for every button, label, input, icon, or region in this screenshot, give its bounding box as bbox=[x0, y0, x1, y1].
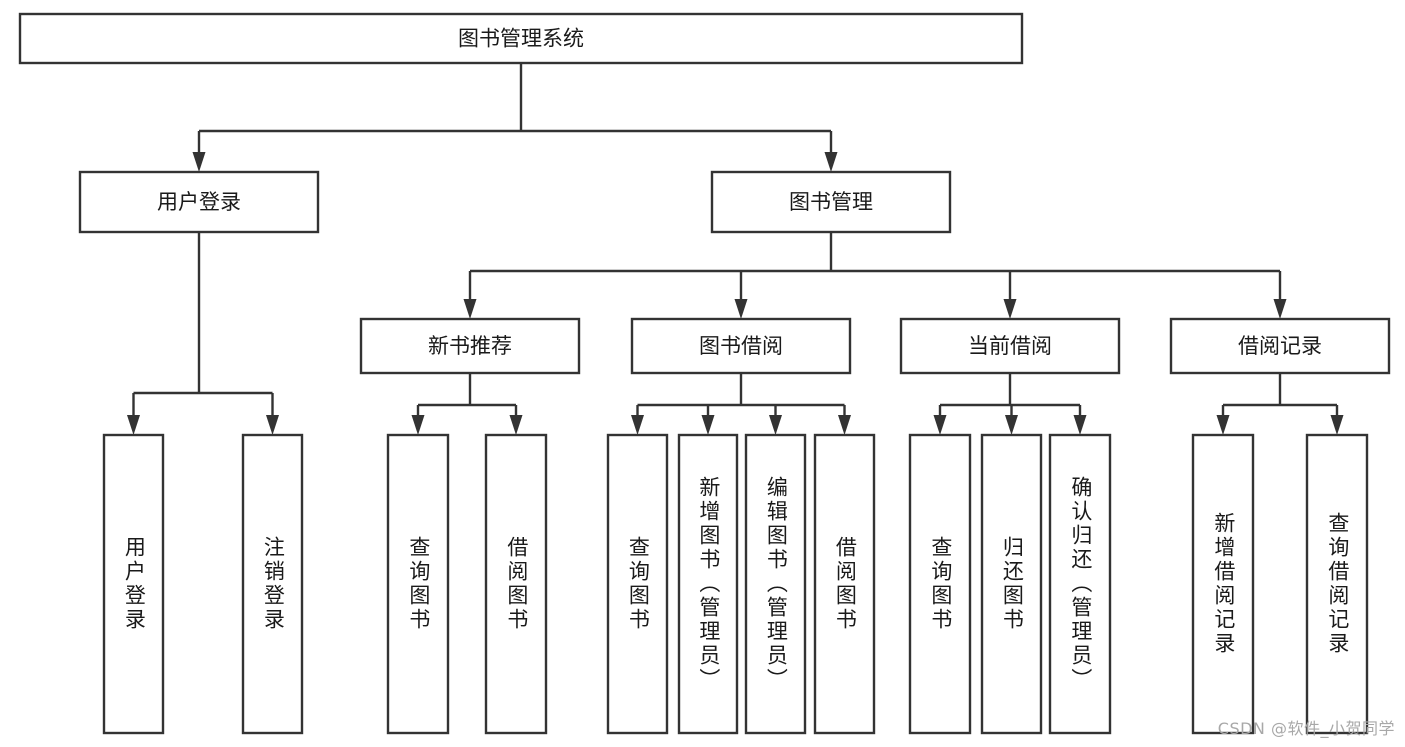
arrow-head bbox=[1003, 299, 1017, 319]
arrow-head bbox=[824, 152, 838, 172]
node-box-book-manage bbox=[710, 170, 952, 234]
node-box-leaf-query-record bbox=[1305, 433, 1369, 735]
node-label-book-borrow: 图书借阅 bbox=[699, 334, 783, 358]
node-box-leaf-add-book bbox=[677, 433, 739, 735]
node-box-leaf-query-book-1 bbox=[386, 433, 450, 735]
node-box-leaf-edit-book bbox=[744, 433, 807, 735]
arrow-head bbox=[1330, 415, 1344, 435]
node-box-leaf-return-book bbox=[980, 433, 1043, 735]
arrow-head bbox=[1216, 415, 1230, 435]
node-label-borrow-record: 借阅记录 bbox=[1238, 334, 1322, 358]
arrow-head bbox=[769, 415, 782, 435]
arrow-head bbox=[266, 415, 279, 435]
arrow-head bbox=[734, 299, 748, 319]
arrow-head bbox=[631, 415, 644, 435]
node-box-leaf-borrow-book-2 bbox=[813, 433, 876, 735]
node-box-user-login bbox=[78, 170, 320, 234]
arrow-head bbox=[463, 299, 477, 319]
arrow-head bbox=[411, 415, 425, 435]
edges-layer bbox=[127, 63, 1344, 435]
node-box-leaf-borrow-book-1 bbox=[484, 433, 548, 735]
node-label-root: 图书管理系统 bbox=[458, 27, 584, 51]
node-box-leaf-query-book-3 bbox=[908, 433, 972, 735]
arrow-head bbox=[701, 415, 715, 435]
node-box-leaf-user-login bbox=[102, 433, 165, 735]
arrow-head bbox=[127, 415, 140, 435]
node-box-current-borrow bbox=[899, 317, 1121, 375]
boxes-layer bbox=[18, 12, 1391, 735]
node-label-current-borrow: 当前借阅 bbox=[968, 334, 1052, 358]
csdn-watermark: CSDN @软件_小贺同学 bbox=[1217, 719, 1395, 738]
node-box-leaf-add-record bbox=[1191, 433, 1255, 735]
arrow-head bbox=[1073, 415, 1087, 435]
node-label-user-login: 用户登录 bbox=[157, 190, 241, 214]
arrow-head bbox=[192, 152, 206, 172]
node-label-new-book-rec: 新书推荐 bbox=[428, 334, 512, 358]
node-box-borrow-record bbox=[1169, 317, 1391, 375]
node-box-leaf-confirm-return bbox=[1048, 433, 1112, 735]
node-label-book-manage: 图书管理 bbox=[789, 190, 873, 214]
node-box-book-borrow bbox=[630, 317, 852, 375]
node-box-root bbox=[18, 12, 1024, 65]
arrow-head bbox=[1005, 415, 1018, 435]
arrow-head bbox=[509, 415, 523, 435]
arrow-head bbox=[1273, 299, 1287, 319]
node-box-leaf-logout bbox=[241, 433, 304, 735]
arrow-head bbox=[838, 415, 851, 435]
node-box-new-book-rec bbox=[359, 317, 581, 375]
arrow-head bbox=[933, 415, 947, 435]
node-box-leaf-query-book-2 bbox=[606, 433, 669, 735]
